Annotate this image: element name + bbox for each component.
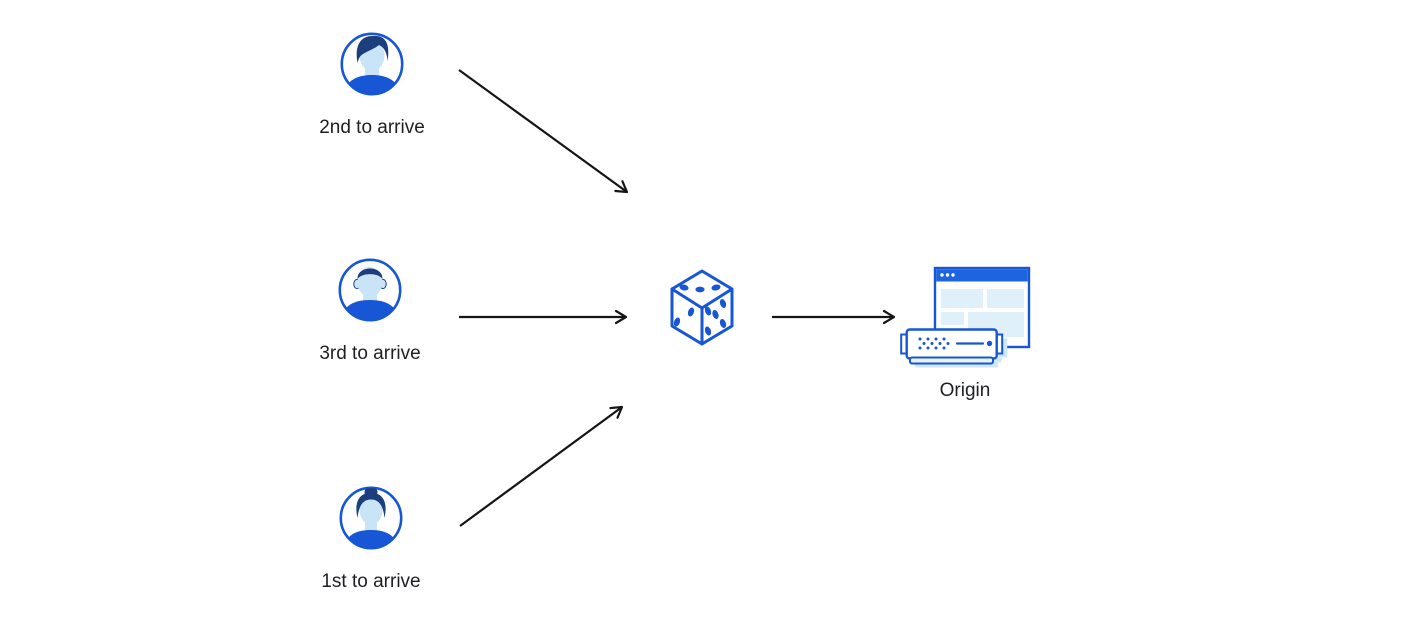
server-icon [899,328,1003,365]
dice-pips [673,284,727,336]
browser-content-blocks [940,289,1024,337]
user-node-3rd-to-arrive: 3rd to arrive [290,257,450,365]
server-led [986,340,992,347]
origin-label: Origin [939,380,991,401]
origin-node: Origin [885,262,1045,402]
server-base [908,356,994,365]
user-node-label: 3rd to arrive [319,343,421,364]
man-short-hair-avatar-icon [338,258,402,322]
arrow-user1st-to-dice [459,405,624,527]
origin-server-browser-icon [899,266,1030,368]
user-node-label: 1st to arrive [321,571,421,592]
dice-icon [670,269,734,346]
user-node-2nd-to-arrive: 2nd to arrive [292,31,452,139]
arrow-user2nd-to-dice [458,69,629,194]
dice-node [668,268,736,347]
server-vent-dots [918,337,949,350]
browser-titlebar [935,269,1028,282]
man-swept-hair-avatar-icon [340,32,404,96]
user-node-1st-to-arrive: 1st to arrive [291,485,451,593]
user-node-label: 2nd to arrive [319,117,425,138]
woman-bun-hair-avatar-icon [339,486,403,550]
